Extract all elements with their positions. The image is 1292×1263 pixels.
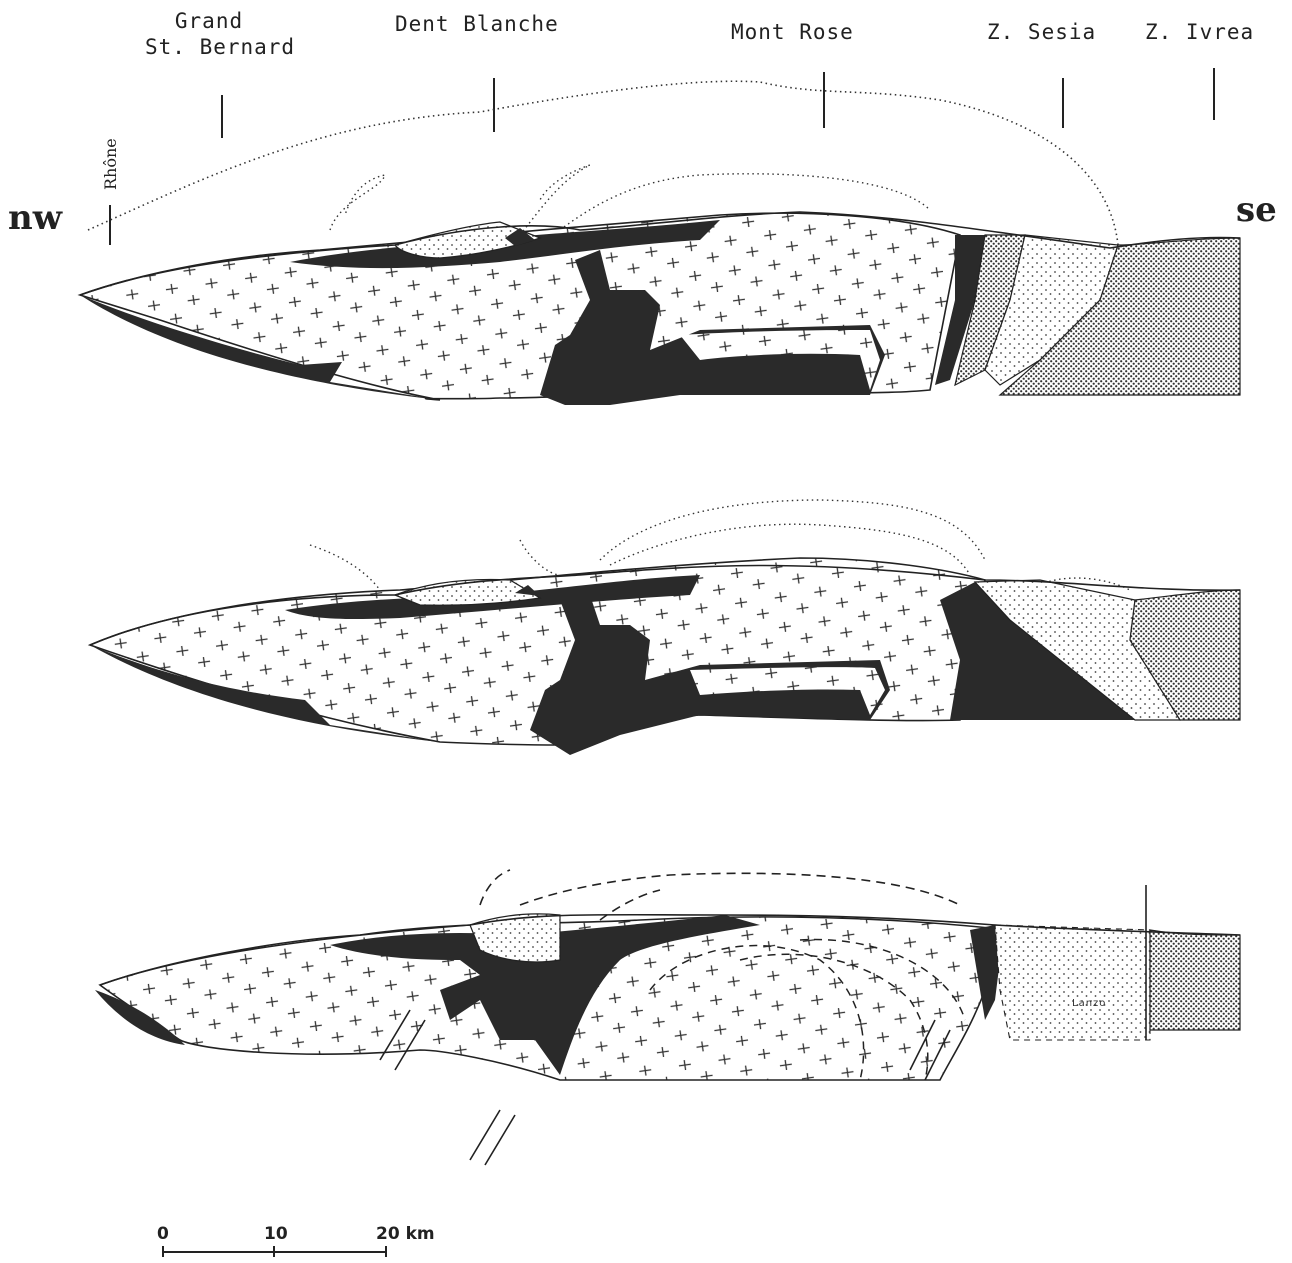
section-3 bbox=[95, 870, 1240, 1165]
scale-label-0: 0 bbox=[157, 1224, 169, 1244]
scale-label-20km: 20 km bbox=[376, 1224, 435, 1244]
section-1-eroded-envelope bbox=[88, 81, 1118, 245]
scale-label-10: 10 bbox=[264, 1224, 288, 1244]
label-lanzo: Lanzo bbox=[1072, 998, 1106, 1009]
section-2 bbox=[90, 500, 1240, 755]
section-1 bbox=[80, 81, 1240, 405]
shear-arrow-3 bbox=[470, 1110, 515, 1165]
scale-bar bbox=[163, 1246, 386, 1257]
section-3-eroded-trace bbox=[480, 870, 960, 920]
section-3-sesia-zone bbox=[995, 925, 1150, 1040]
location-ticks bbox=[110, 68, 1214, 245]
section-3-ivrea-zone bbox=[1150, 930, 1240, 1030]
